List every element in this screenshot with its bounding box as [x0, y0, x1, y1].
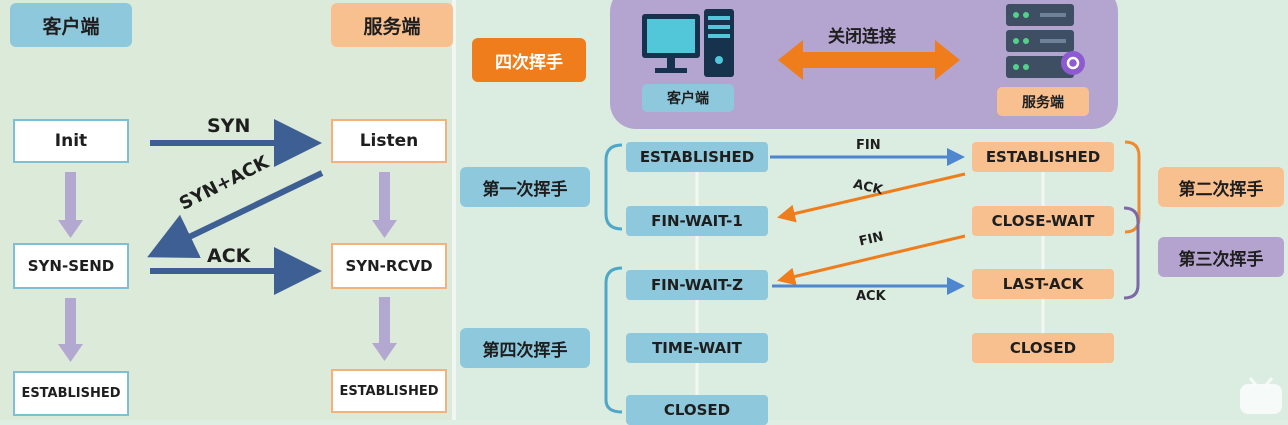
computer-icon — [642, 9, 734, 77]
client-state-init: Init — [13, 119, 129, 163]
server-state-last-ack: LAST-ACK — [972, 269, 1114, 299]
fourth-wave-tag: 第四次挥手 — [460, 328, 590, 368]
server-state-listen: Listen — [331, 119, 447, 163]
four-way-wave-title: 四次挥手 — [472, 38, 586, 82]
ack1-arrow — [777, 172, 966, 223]
client-state-syn-send: SYN-SEND — [13, 243, 129, 289]
bracket-second-wave — [1124, 140, 1141, 234]
syn-label: SYN — [207, 115, 251, 137]
bracket-first-wave — [604, 143, 623, 231]
ack2-label: ACK — [856, 289, 886, 304]
client-state-established: ESTABLISHED — [13, 371, 129, 416]
server-state-close-wait: CLOSE-WAIT — [972, 206, 1114, 236]
server-flow-arrows — [372, 172, 397, 361]
server-state-established: ESTABLISHED — [972, 142, 1114, 172]
third-wave-tag: 第三次挥手 — [1158, 237, 1284, 277]
bracket-fourth-wave — [604, 266, 623, 414]
client-header: 客户端 — [10, 3, 132, 47]
second-wave-tag: 第二次挥手 — [1158, 167, 1284, 207]
close-connection-label: 关闭连接 — [828, 27, 896, 47]
server-state-established: ESTABLISHED — [331, 369, 447, 413]
video-watermark-icon — [1240, 377, 1282, 414]
double-arrow-icon — [778, 40, 960, 80]
client-flow-arrows — [58, 172, 83, 362]
banner-server-caption: 服务端 — [997, 87, 1089, 116]
banner-client-caption: 客户端 — [642, 84, 734, 112]
bracket-third-wave — [1123, 206, 1140, 300]
server-state-syn-rcvd: SYN-RCVD — [331, 243, 447, 289]
syn-ack-arrow — [147, 170, 324, 258]
gear-icon — [1061, 51, 1085, 75]
client-state-time-wait: TIME-WAIT — [626, 333, 768, 363]
client-state-fin-wait-1: FIN-WAIT-1 — [626, 206, 768, 236]
ack-label: ACK — [207, 245, 251, 267]
fin1-label: FIN — [856, 138, 881, 153]
client-state-fin-wait-2: FIN-WAIT-Z — [626, 270, 768, 300]
client-state-established: ESTABLISHED — [626, 142, 768, 172]
first-wave-tag: 第一次挥手 — [460, 167, 590, 207]
server-icon — [1006, 4, 1074, 78]
server-header: 服务端 — [331, 3, 453, 47]
panel-divider — [452, 0, 456, 420]
fin2-arrow — [777, 234, 966, 286]
client-state-closed: CLOSED — [626, 395, 768, 425]
server-state-closed: CLOSED — [972, 333, 1114, 363]
